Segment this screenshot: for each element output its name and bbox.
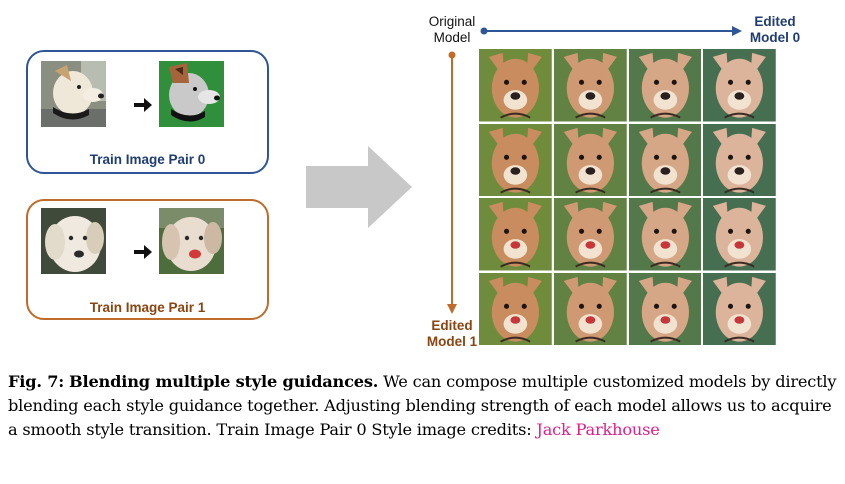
grid-cell-r1-c3 [703, 123, 776, 196]
grid-cell-r3-c1 [553, 272, 627, 345]
grid-cell-r3-c2 [628, 272, 702, 345]
model1-axis-origin-dot [448, 51, 456, 59]
grid-cell-r3-c0 [479, 272, 552, 345]
pair1-arrow-icon [134, 245, 152, 259]
grid-cell-r2-c3 [703, 198, 776, 271]
edited-model-1-label: Edited Model 1 [426, 318, 478, 349]
grid-cell-r1-c1 [553, 123, 627, 196]
pair0-source-dog-photo [41, 61, 106, 127]
train-image-pair-1-box: Train Image Pair 1 [26, 199, 269, 320]
pair1-label: Train Image Pair 1 [89, 300, 206, 315]
model0-axis-arrowhead-icon [732, 26, 742, 36]
figure-caption: Fig. 7: Blending multiple style guidance… [8, 370, 838, 442]
grid-cell-r3-c3 [703, 272, 776, 345]
grid-cell-r0-c0 [479, 49, 552, 122]
edited-model-0-label: Edited Model 0 [749, 14, 801, 45]
model1-axis-arrowhead-icon [447, 304, 457, 314]
pair1-source-dog-photo [41, 208, 106, 274]
train-image-pair-0-box: Train Image Pair 0 [26, 50, 269, 174]
figure-number: Fig. 7: [8, 372, 65, 391]
grid-cell-r2-c1 [553, 198, 627, 271]
grid-cell-r0-c1 [553, 49, 627, 122]
caption-body: We can compose multiple customized model… [8, 372, 837, 439]
origin-label: Original Model [428, 14, 476, 45]
grid-cell-r2-c2 [628, 198, 702, 271]
blend-arrow-icon [306, 146, 412, 228]
figure-title: Blending multiple style guidances. [69, 372, 379, 391]
grid-cell-r1-c2 [628, 123, 702, 196]
grid-cell-r2-c0 [479, 198, 552, 271]
pair0-label: Train Image Pair 0 [89, 152, 206, 167]
pair1-style-dog-image [159, 208, 224, 274]
grid-cell-r1-c0 [479, 123, 552, 196]
grid-cell-r0-c2 [628, 49, 702, 122]
blended-results-grid [479, 49, 776, 345]
model0-axis-origin-dot [480, 27, 488, 35]
grid-cell-r0-c3 [703, 49, 776, 122]
pair0-arrow-icon [134, 98, 152, 112]
credit-link[interactable]: Jack Parkhouse [536, 420, 660, 439]
pair0-style-dog-image [159, 61, 224, 127]
